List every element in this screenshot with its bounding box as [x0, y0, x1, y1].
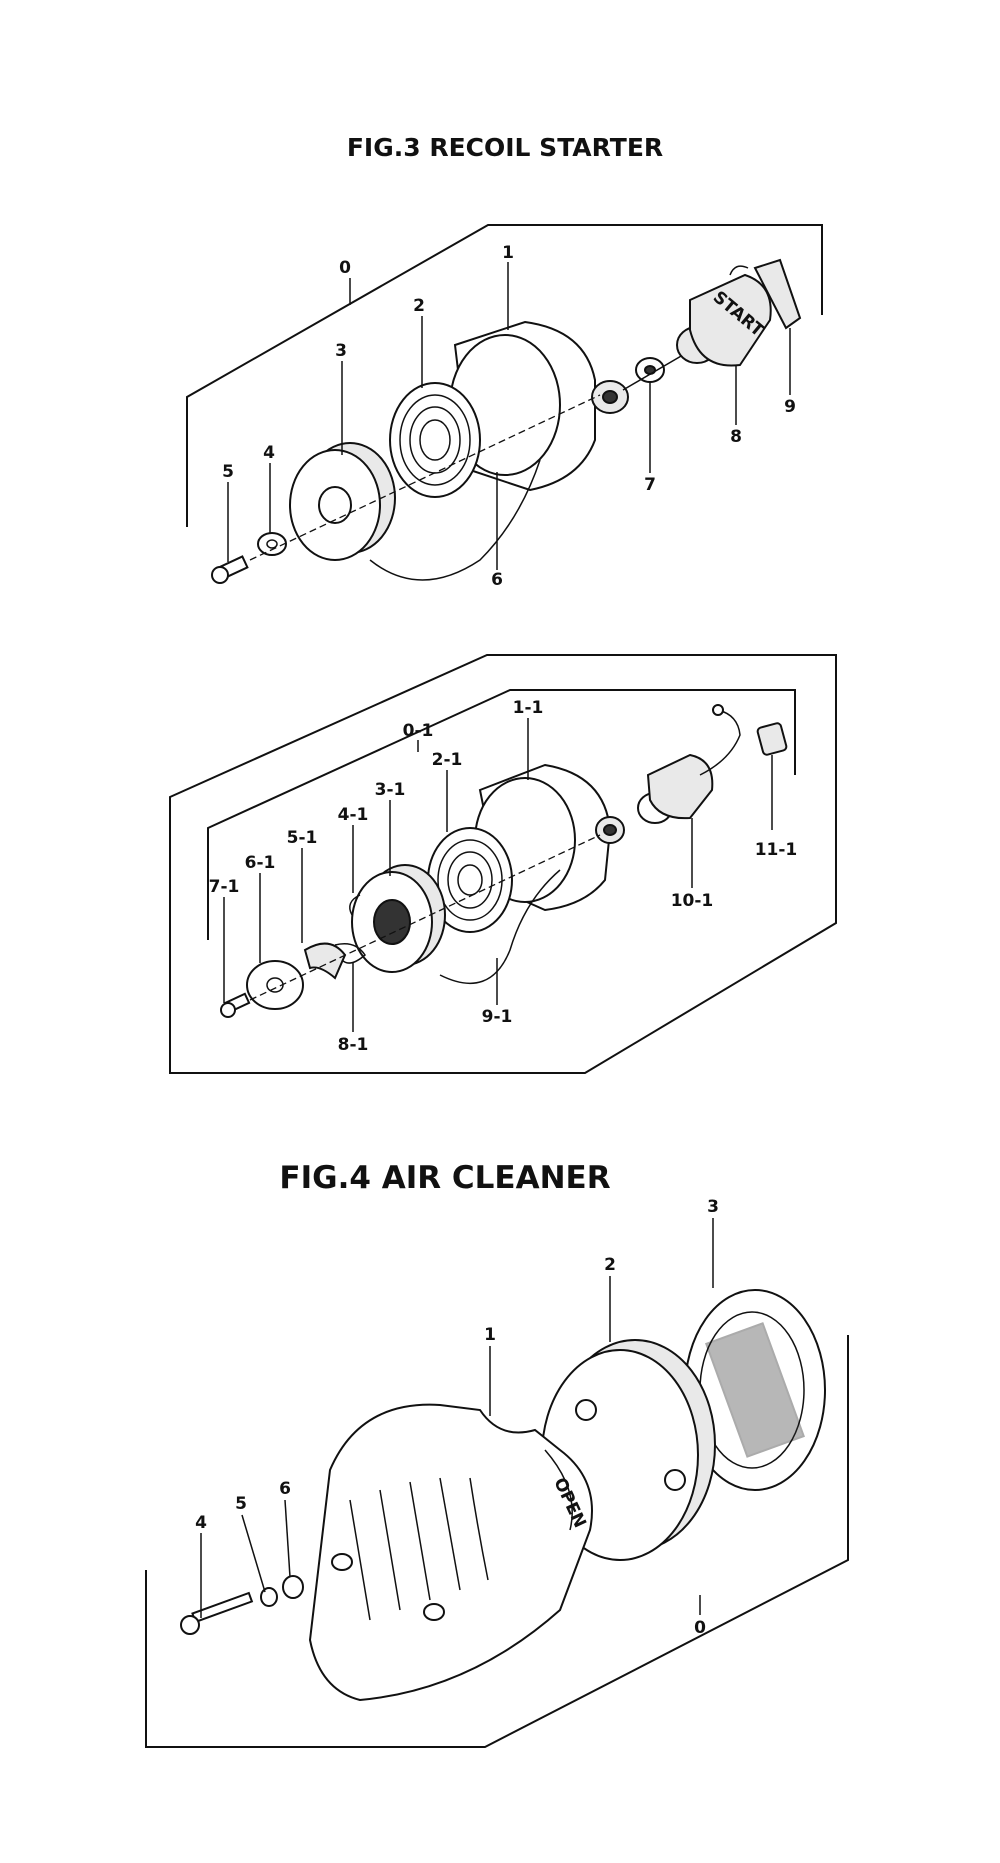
label-p1: 1	[502, 243, 514, 263]
handle-10-1	[637, 704, 741, 824]
fig4-labels: 3 2 1 4 5 6 0	[195, 1197, 719, 1638]
reel-3-1	[351, 864, 446, 973]
bolt-7-1	[220, 992, 251, 1018]
label-b0: 0-1	[403, 721, 434, 741]
label-c5: 5	[235, 1494, 247, 1514]
bolt-5	[211, 555, 249, 584]
label-c2: 2	[604, 1255, 616, 1275]
label-b9: 9-1	[482, 1007, 513, 1027]
label-p8: 8	[730, 427, 742, 447]
label-p0: 0	[339, 258, 351, 278]
washer-6	[282, 1575, 304, 1599]
spring-2	[389, 382, 481, 498]
cover-1: OPEN	[308, 1403, 593, 1702]
washer-6-1	[246, 960, 304, 1010]
grip-9	[753, 258, 802, 330]
label-b4: 4-1	[338, 805, 369, 825]
fig4-title: FIG.4 AIR CLEANER	[279, 1160, 610, 1196]
fig3-box	[169, 654, 837, 1074]
pawl-5-1	[303, 942, 347, 980]
label-b8: 8-1	[338, 1035, 369, 1055]
label-b2: 2-1	[432, 750, 463, 770]
grille-3	[684, 1289, 826, 1491]
label-b11: 11-1	[755, 840, 798, 860]
lockwasher-5	[260, 1587, 278, 1607]
label-c3: 3	[707, 1197, 719, 1217]
label-b1: 1-1	[513, 698, 544, 718]
label-c4: 4	[195, 1513, 207, 1533]
start-handle-8: START	[676, 265, 772, 367]
fig3-leaders-b	[223, 718, 773, 1032]
fig4-frame	[145, 1335, 849, 1748]
rope-9-1	[439, 869, 561, 984]
filter-2	[541, 1339, 716, 1561]
label-p6: 6	[491, 570, 503, 590]
label-p4: 4	[263, 443, 275, 463]
spring-8-1	[334, 943, 366, 964]
label-b10: 10-1	[671, 891, 714, 911]
grip-11-1	[756, 722, 788, 756]
label-c6: 6	[279, 1479, 291, 1499]
label-p2: 2	[413, 296, 425, 316]
fig4-leaders	[200, 1218, 714, 1618]
label-c1: 1	[484, 1325, 496, 1345]
label-p9: 9	[784, 397, 796, 417]
label-b6: 6-1	[245, 853, 276, 873]
washer-4	[257, 532, 287, 556]
clip-4-1	[349, 894, 361, 916]
label-b7: 7-1	[209, 877, 240, 897]
label-p5: 5	[222, 462, 234, 482]
rope-6	[369, 459, 541, 581]
fig3-labels-b: 0-1 1-1 2-1 3-1 4-1 5-1 6-1 7-1 8-1 9-1 …	[209, 698, 798, 1055]
fig3-title: FIG.3 RECOIL STARTER	[347, 133, 663, 162]
label-b5: 5-1	[287, 828, 318, 848]
fig3-leaders-a	[227, 262, 791, 570]
housing-1	[449, 320, 629, 492]
label-p3: 3	[335, 341, 347, 361]
label-b3: 3-1	[375, 780, 406, 800]
fig3-assembly-frame	[186, 224, 823, 527]
bolt-4	[180, 1591, 254, 1635]
label-c0: 0	[694, 1618, 706, 1638]
label-p7: 7	[644, 475, 656, 495]
reel-3	[289, 442, 396, 561]
fig3-labels-a: 0 1 2 3 4 5 6 7 8 9	[222, 243, 796, 590]
